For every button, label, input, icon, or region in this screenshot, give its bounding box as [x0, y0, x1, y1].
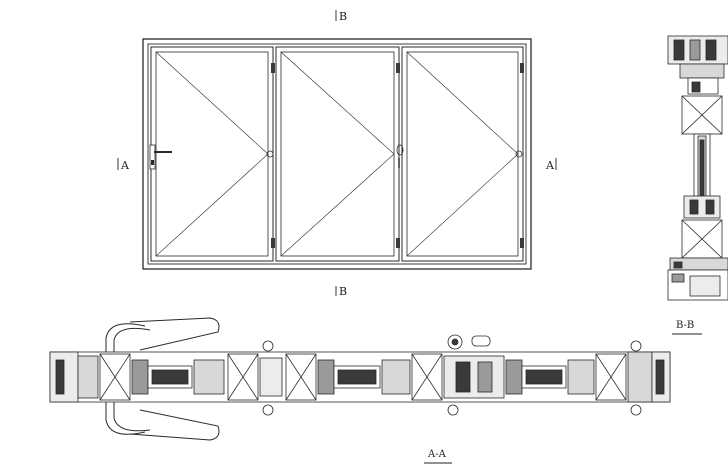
section-mark-right: A	[545, 159, 555, 172]
section-bb-view	[667, 35, 728, 301]
section-aa-view	[49, 317, 671, 441]
joint-hardware	[266, 144, 523, 168]
section-mark-bottom: B	[339, 285, 347, 298]
handle-icon	[149, 144, 172, 170]
outer-frame	[142, 38, 532, 270]
door-panel-3	[401, 46, 524, 262]
opening-direction-lines	[280, 51, 395, 257]
caption-bb: B-B	[676, 320, 694, 331]
hinge-icons	[271, 63, 524, 248]
opening-direction-lines	[155, 51, 269, 257]
roller-icons	[262, 334, 642, 416]
section-markers: B B A A	[117, 10, 557, 298]
elevation-view	[142, 38, 532, 270]
opening-direction-lines	[406, 51, 519, 257]
profile-modules	[99, 353, 627, 401]
section-mark-top: B	[339, 10, 347, 23]
door-panel-2	[275, 46, 400, 262]
door-panel-1	[150, 46, 274, 262]
caption-aa: A-A	[427, 449, 447, 460]
section-mark-left: A	[120, 159, 130, 172]
inner-frame	[147, 43, 527, 265]
